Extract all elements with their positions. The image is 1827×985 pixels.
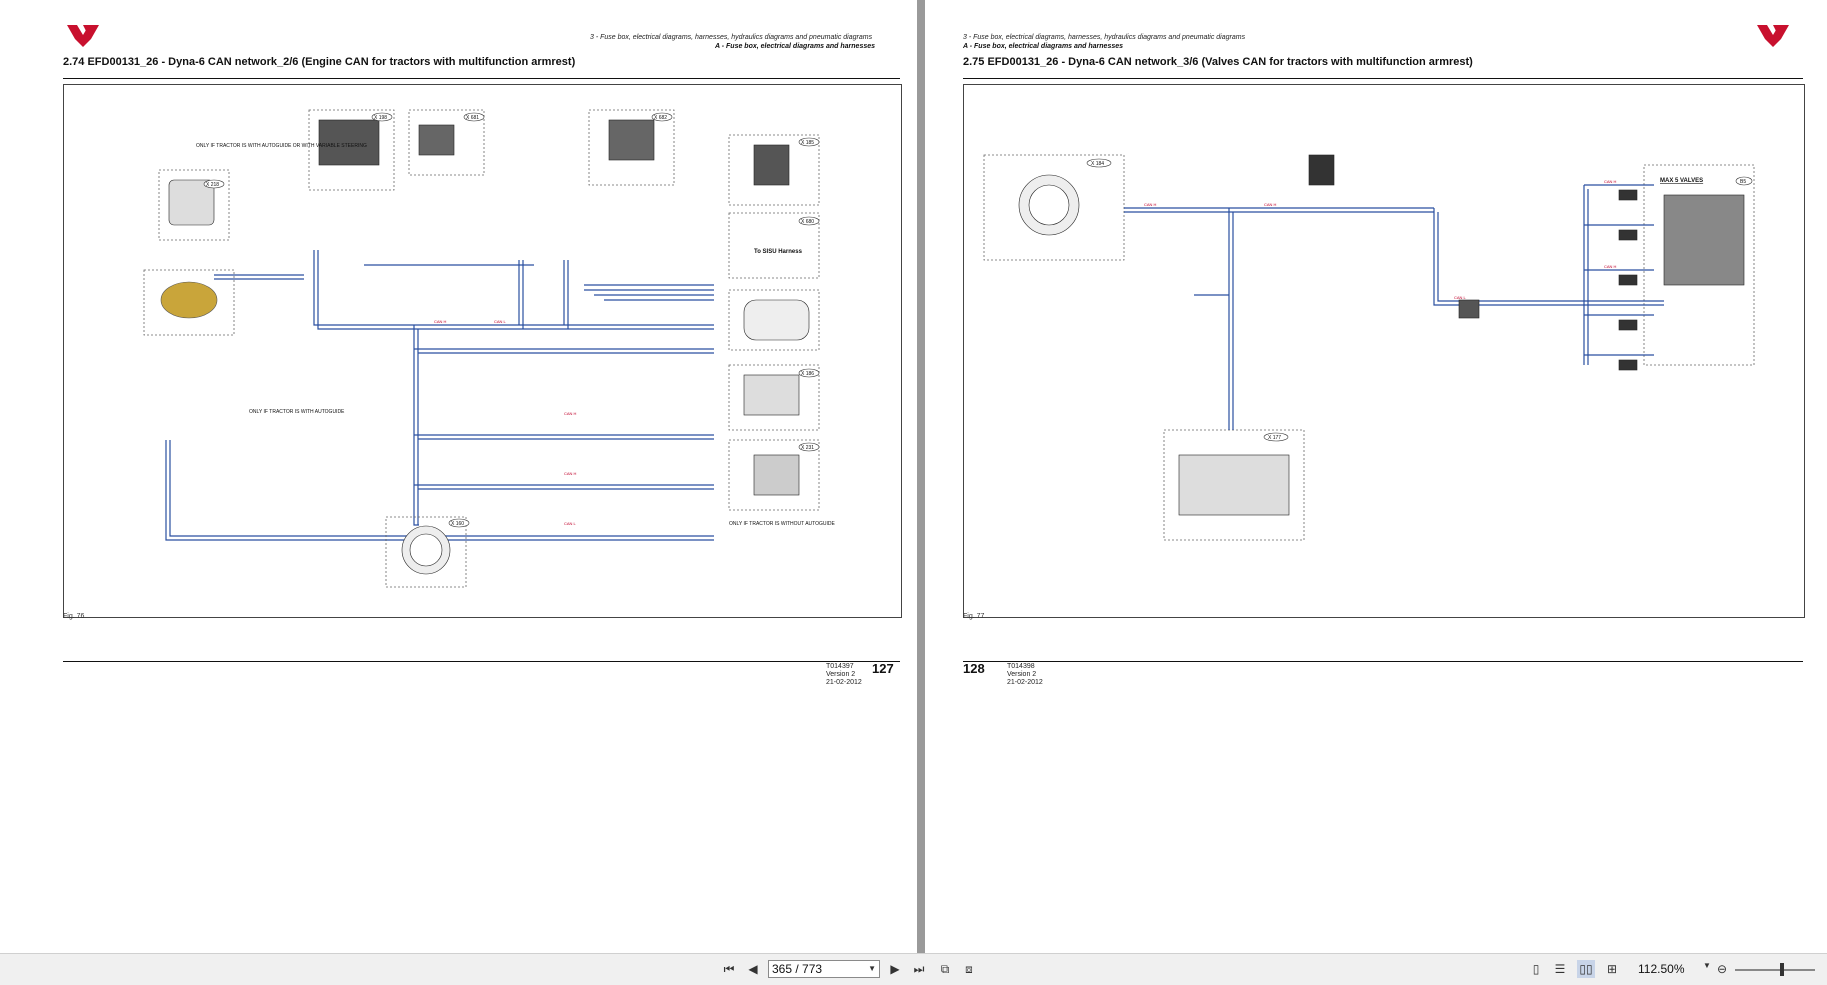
- footer-rule: [63, 661, 900, 662]
- doc-number: T014397: [826, 663, 854, 670]
- chevron-down-icon[interactable]: ▼: [1703, 961, 1711, 970]
- label-max-valves: MAX 5 VALVES: [1660, 178, 1703, 184]
- massey-ferguson-logo: [63, 19, 111, 54]
- page-number: 128: [963, 661, 985, 676]
- footer-rule: [963, 661, 1803, 662]
- label-x231: X 231: [801, 445, 814, 451]
- label-x184: X 184: [1091, 161, 1104, 167]
- svg-text:CAN H: CAN H: [434, 319, 447, 324]
- label-x160: X 160: [451, 521, 464, 527]
- page-number: 127: [872, 661, 894, 676]
- zoom-level[interactable]: 112.50%: [1638, 962, 1685, 976]
- page-128: 3 - Fuse box, electrical diagrams, harne…: [925, 0, 1827, 953]
- zoom-slider[interactable]: [1735, 969, 1815, 971]
- label-b5: B5: [1740, 179, 1746, 185]
- autoguide-note-2: ONLY IF TRACTOR IS WITH AUTOGUIDE: [249, 409, 345, 415]
- svg-text:CAN L: CAN L: [494, 319, 507, 324]
- svg-text:CAN L: CAN L: [1454, 295, 1467, 300]
- document-viewer: 3 - Fuse box, electrical diagrams, harne…: [0, 0, 1827, 953]
- svg-text:CAN H: CAN H: [1264, 202, 1277, 207]
- label-harness: To SISU Harness: [754, 249, 803, 255]
- header-rule: [63, 78, 900, 79]
- section-title: 2.75 EFD00131_26 - Dyna-6 CAN network_3/…: [963, 56, 1473, 68]
- header-line-1: 3 - Fuse box, electrical diagrams, harne…: [590, 34, 873, 41]
- label-x198: X 198: [374, 115, 387, 121]
- svg-text:CAN L: CAN L: [564, 521, 577, 526]
- wiring-diagram: CAN H CAN H CAN L CAN H CAN H: [983, 154, 1755, 541]
- last-page-icon[interactable]: ⏭: [913, 961, 925, 976]
- svg-text:CAN H: CAN H: [1604, 264, 1617, 269]
- viewer-toolbar: ⏮ ◀ 365 / 773 ▼ ▶ ⏭ ⧉ ⧈ ▯ ☰ ▯▯ ⊞ 112.50%…: [0, 953, 1827, 985]
- page-number-input[interactable]: 365 / 773 ▼: [768, 960, 880, 978]
- label-x680: X 680: [801, 219, 814, 225]
- diagram-frame: CAN H CAN L CAN H CAN H CAN L: [63, 84, 902, 618]
- two-page-continuous-icon[interactable]: ⊞: [1606, 962, 1618, 976]
- zoom-slider-thumb[interactable]: [1780, 963, 1784, 976]
- fit-page-icon[interactable]: ⧈: [965, 961, 973, 976]
- label-x177: X 177: [1268, 435, 1281, 441]
- autoguide-note: ONLY IF TRACTOR IS WITH AUTOGUIDE OR WIT…: [196, 143, 367, 149]
- continuous-icon[interactable]: ☰: [1554, 962, 1566, 976]
- page-number-value: 365 / 773: [772, 962, 823, 976]
- header-line-1: 3 - Fuse box, electrical diagrams, harne…: [963, 34, 1246, 41]
- wiring-diagram: CAN H CAN L CAN H CAN H CAN L: [143, 109, 836, 588]
- header-line-2: A - Fuse box, electrical diagrams and ha…: [963, 43, 1124, 50]
- prev-page-icon[interactable]: ◀: [748, 962, 758, 976]
- svg-text:CAN H: CAN H: [564, 471, 577, 476]
- footer-doc-info: T014397 Version 2 21-02-2012: [826, 663, 862, 687]
- diagram-frame: CAN H CAN H CAN L CAN H CAN H: [963, 84, 1805, 618]
- footer-doc-info: T014398 Version 2 21-02-2012: [1007, 663, 1043, 687]
- label-x186: X 186: [801, 371, 814, 377]
- label-x682: X 682: [654, 115, 667, 121]
- section-title: 2.74 EFD00131_26 - Dyna-6 CAN network_2/…: [63, 56, 576, 68]
- no-autoguide-note: ONLY IF TRACTOR IS WITHOUT AUTOGUIDE: [729, 521, 836, 527]
- header-line-2: A - Fuse box, electrical diagrams and ha…: [715, 43, 876, 50]
- massey-ferguson-logo: [1753, 19, 1801, 54]
- header-rule: [963, 78, 1803, 79]
- svg-text:CAN H: CAN H: [1144, 202, 1157, 207]
- label-x681: X 681: [466, 115, 479, 121]
- page-divider: [917, 0, 925, 953]
- svg-text:CAN H: CAN H: [564, 411, 577, 416]
- first-page-icon[interactable]: ⏮: [723, 961, 735, 976]
- date: 21-02-2012: [826, 679, 862, 686]
- figure-label: Fig. 77: [963, 613, 985, 620]
- doc-number: T014398: [1007, 663, 1035, 670]
- label-x218: X 218: [206, 182, 219, 188]
- single-page-icon[interactable]: ▯: [1532, 962, 1540, 976]
- chevron-down-icon[interactable]: ▼: [868, 964, 876, 973]
- date: 21-02-2012: [1007, 679, 1043, 686]
- zoom-out-icon[interactable]: ⊖: [1716, 962, 1728, 976]
- figure-label: Fig. 76: [63, 613, 85, 620]
- page-127: 3 - Fuse box, electrical diagrams, harne…: [0, 0, 917, 953]
- label-x185: X 185: [801, 140, 814, 146]
- version: Version 2: [826, 671, 856, 678]
- rotate-icon[interactable]: ⧉: [940, 961, 950, 976]
- version: Version 2: [1007, 671, 1037, 678]
- next-page-icon[interactable]: ▶: [890, 962, 900, 976]
- two-page-icon[interactable]: ▯▯: [1577, 960, 1595, 978]
- svg-text:CAN H: CAN H: [1604, 179, 1617, 184]
